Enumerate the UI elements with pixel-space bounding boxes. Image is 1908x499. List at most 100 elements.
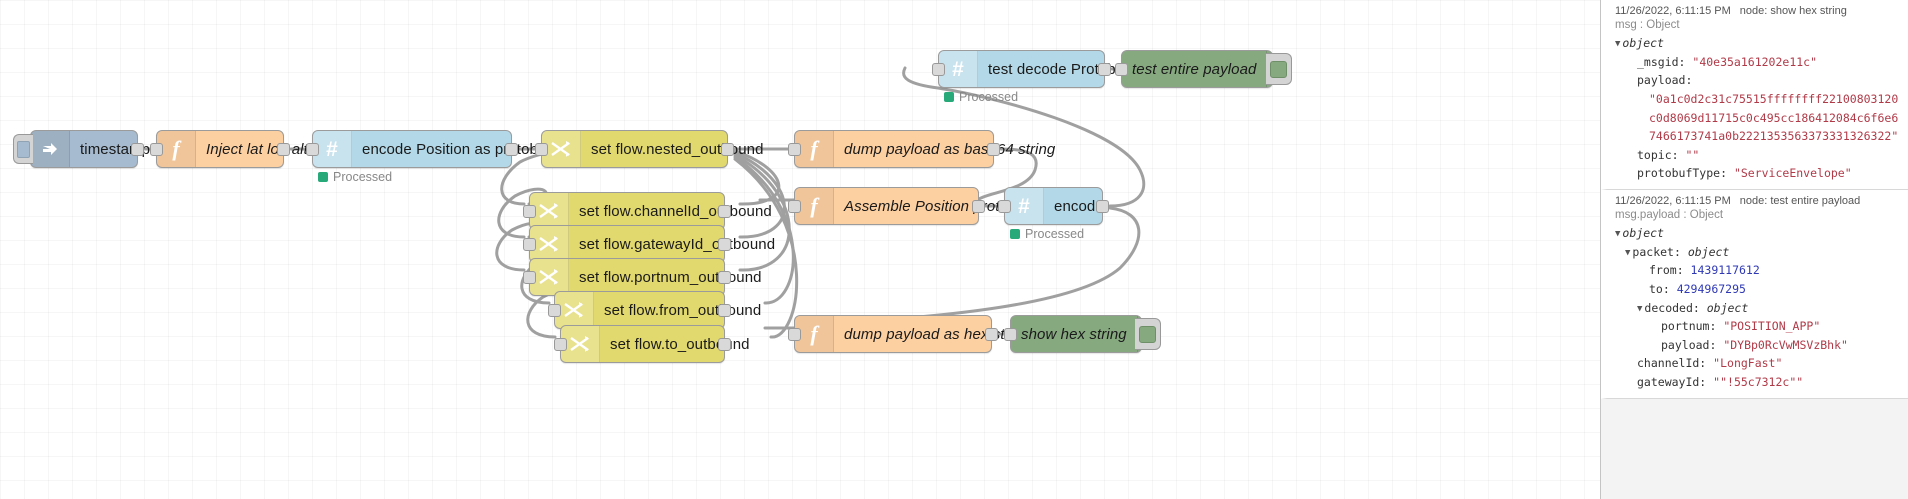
tree-row: ▼packet: object bbox=[1615, 243, 1900, 262]
function-f-icon: f bbox=[795, 316, 834, 352]
node-set-nested-outbound[interactable]: set flow.nested_outbound bbox=[535, 130, 763, 168]
tree-key: payload: bbox=[1637, 73, 1693, 88]
debug-source-node[interactable]: node: test entire payload bbox=[1739, 195, 1861, 207]
output-port[interactable] bbox=[1098, 63, 1111, 76]
output-port[interactable] bbox=[987, 143, 1000, 156]
output-port[interactable] bbox=[985, 328, 998, 341]
caret-down-icon[interactable]: ▼ bbox=[1615, 229, 1621, 239]
output-port[interactable] bbox=[718, 238, 731, 251]
tree-root-label: object bbox=[1622, 36, 1664, 50]
input-port[interactable] bbox=[150, 143, 163, 156]
output-port[interactable] bbox=[277, 143, 290, 156]
node-set-to-outbound[interactable]: set flow.to_outbound bbox=[554, 325, 750, 363]
node-set-portnum-outbound[interactable]: set flow.portnum_outbound bbox=[523, 258, 762, 296]
shuffle-icon bbox=[542, 131, 581, 167]
tree-type: object bbox=[1687, 244, 1730, 259]
input-port[interactable] bbox=[932, 63, 945, 76]
input-port[interactable] bbox=[523, 205, 536, 218]
shuffle-icon bbox=[530, 193, 569, 229]
node-label: test entire payload bbox=[1132, 60, 1257, 78]
function-f-icon: f bbox=[157, 131, 196, 167]
output-port[interactable] bbox=[718, 338, 731, 351]
node-set-gatewayid-outbound[interactable]: set flow.gatewayId_outbound bbox=[523, 225, 775, 263]
input-port[interactable] bbox=[554, 338, 567, 351]
debug-sidebar[interactable]: 11/26/2022, 6:11:15 PM node: show hex str… bbox=[1600, 0, 1908, 499]
inject-arrow-icon bbox=[31, 131, 70, 167]
tree-key: gatewayId: bbox=[1637, 375, 1714, 389]
tree-value: ""!55c7312c"" bbox=[1713, 375, 1804, 389]
debug-message-header: 11/26/2022, 6:11:15 PM node: show hex str… bbox=[1611, 2, 1902, 18]
output-port[interactable] bbox=[718, 271, 731, 284]
caret-down-icon[interactable]: ▼ bbox=[1625, 247, 1631, 258]
tree-root-label: object bbox=[1622, 226, 1664, 240]
output-port[interactable] bbox=[972, 200, 985, 213]
node-pb-encode-position[interactable]: #encode Position as protobuf bbox=[306, 130, 551, 168]
node-label: set flow.gatewayId_outbound bbox=[579, 235, 776, 253]
node-label: set flow.channelId_outbound bbox=[579, 202, 772, 220]
input-port[interactable] bbox=[523, 238, 536, 251]
tree-root[interactable]: ▼object bbox=[1615, 34, 1900, 53]
output-port[interactable] bbox=[721, 143, 734, 156]
tree-key: packet: bbox=[1632, 244, 1688, 259]
function-f-icon: f bbox=[795, 188, 834, 224]
node-label: dump payload as base64 string bbox=[844, 140, 1056, 158]
input-port[interactable] bbox=[998, 200, 1011, 213]
node-pb-test-decode[interactable]: #test decode Protobuf bbox=[932, 50, 1128, 88]
debug-timestamp: 11/26/2022, 6:11:15 PM bbox=[1615, 5, 1731, 17]
input-port[interactable] bbox=[788, 200, 801, 213]
inject-trigger-button[interactable] bbox=[13, 134, 33, 164]
tree-value: "0a1c0d2c31c75515ffffffff22100803120c0d8… bbox=[1649, 91, 1899, 144]
hash-icon: # bbox=[313, 131, 352, 167]
output-port[interactable] bbox=[131, 143, 144, 156]
input-port[interactable] bbox=[788, 143, 801, 156]
shuffle-icon bbox=[530, 226, 569, 262]
shuffle-icon bbox=[555, 292, 594, 328]
tree-value: "LongFast" bbox=[1713, 356, 1783, 371]
input-port[interactable] bbox=[535, 143, 548, 156]
caret-down-icon[interactable]: ▼ bbox=[1615, 39, 1621, 49]
tree-root[interactable]: ▼object bbox=[1615, 224, 1900, 243]
debug-message[interactable]: 11/26/2022, 6:11:15 PM node: show hex str… bbox=[1601, 0, 1908, 190]
tree-key: topic: bbox=[1637, 147, 1686, 162]
node-pb-encode[interactable]: #encode bbox=[998, 187, 1109, 225]
tree-key: decoded: bbox=[1644, 300, 1707, 315]
debug-toggle-button[interactable] bbox=[1135, 318, 1161, 350]
input-port[interactable] bbox=[1004, 328, 1017, 341]
shuffle-icon bbox=[561, 326, 600, 362]
wire-layer bbox=[143, 66, 1146, 339]
output-port[interactable] bbox=[718, 304, 731, 317]
tree-row: ▼decoded: object bbox=[1615, 299, 1900, 318]
tree-value: "ServiceEnvelope" bbox=[1733, 166, 1852, 181]
debug-toggle-button[interactable] bbox=[1266, 53, 1292, 85]
debug-property-path: msg : Object bbox=[1615, 19, 1680, 31]
caret-down-icon[interactable]: ▼ bbox=[1637, 303, 1643, 314]
output-port[interactable] bbox=[1096, 200, 1109, 213]
debug-source-node[interactable]: node: show hex string bbox=[1739, 5, 1847, 17]
node-set-from-outbound[interactable]: set flow.from_outbound bbox=[548, 291, 761, 329]
node-dbg-show-hex-string[interactable]: show hex string bbox=[1004, 315, 1161, 353]
tree-value: "" bbox=[1685, 147, 1700, 162]
input-port[interactable] bbox=[523, 271, 536, 284]
output-port[interactable] bbox=[505, 143, 518, 156]
tree-row: channelId: "LongFast" bbox=[1615, 354, 1900, 373]
tree-row: from: 1439117612 bbox=[1615, 261, 1900, 280]
tree-row: _msgid: "40e35a161202e11c" bbox=[1615, 53, 1900, 72]
node-status-label: Processed bbox=[959, 90, 1019, 104]
tree-row: payload: bbox=[1615, 71, 1900, 90]
input-port[interactable] bbox=[548, 304, 561, 317]
node-inject-timestamp[interactable]: timestamp bbox=[13, 130, 150, 168]
output-port[interactable] bbox=[718, 205, 731, 218]
input-port[interactable] bbox=[788, 328, 801, 341]
input-port[interactable] bbox=[1115, 63, 1128, 76]
input-port[interactable] bbox=[306, 143, 319, 156]
tree-row: protobufType: "ServiceEnvelope" bbox=[1615, 164, 1900, 183]
node-label: show hex string bbox=[1021, 325, 1127, 343]
node-dbg-test-entire-payload[interactable]: test entire payload bbox=[1115, 50, 1292, 88]
